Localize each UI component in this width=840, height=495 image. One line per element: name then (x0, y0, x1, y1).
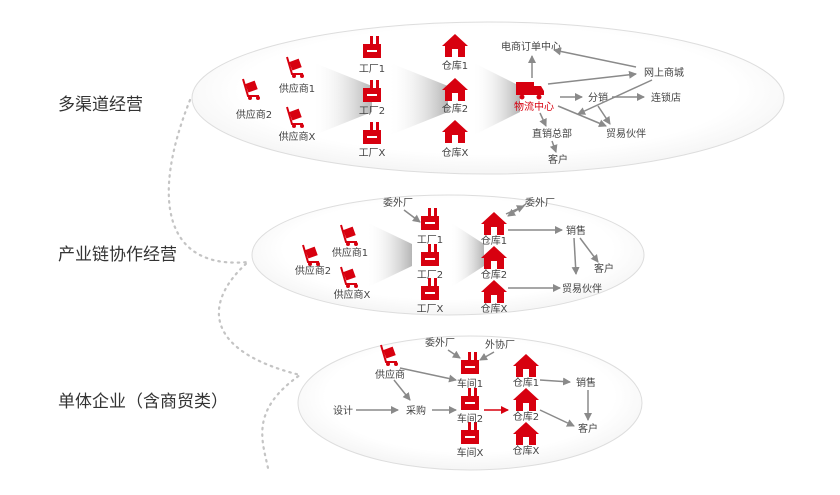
flow-arrow (549, 140, 558, 153)
node-warehouse-x: 仓库X (513, 444, 540, 457)
node-supplier-2: 供应商2 (295, 264, 331, 277)
node-workshop-x: 车间X (457, 446, 484, 459)
node-online-mall: 网上商城 (644, 66, 684, 79)
node-customer: 客户 (578, 422, 598, 435)
node-factory-x: 工厂X (359, 148, 386, 159)
node-ecommerce-order-center: 电商订单中心 (501, 40, 561, 53)
flow-arrow (557, 105, 607, 127)
warehouse-icon (442, 78, 468, 101)
flow-arrow (547, 70, 637, 85)
funnel-arrow (450, 222, 484, 288)
node-warehouse-x: 仓库X (442, 146, 469, 159)
warehouse-icon (481, 246, 507, 269)
flow-arrow (577, 79, 653, 115)
warehouse-icon (442, 120, 468, 143)
node-cooperation-factory: 外协厂 (485, 338, 515, 351)
node-logistics-center: 物流中心 (514, 100, 554, 113)
node-factory-1: 工厂1 (359, 64, 385, 75)
node-supplier-1: 供应商1 (332, 246, 368, 259)
node-design: 设计 (333, 404, 353, 417)
trolley-icon (242, 78, 260, 100)
node-direct-sales-hq: 直销总部 (532, 127, 572, 140)
node-factory-x: 工厂X (417, 304, 444, 315)
stage-label-single-enterprise: 单体企业（含商贸类） (58, 392, 228, 412)
factory-icon (461, 352, 479, 374)
flow-arrow (571, 237, 580, 275)
warehouse-icon (442, 34, 468, 57)
trolley-icon (302, 244, 320, 266)
node-chain-store: 连锁店 (651, 91, 681, 104)
trolley-icon (286, 56, 304, 78)
trolley-icon (380, 344, 398, 366)
node-outsource-factory: 委外厂 (525, 196, 555, 209)
node-factory-2: 工厂2 (359, 106, 385, 117)
warehouse-icon (513, 388, 539, 411)
factory-icon (363, 80, 381, 102)
warehouse-icon (513, 354, 539, 377)
trolley-icon (340, 224, 358, 246)
factory-icon (421, 278, 439, 300)
node-trade-partner: 贸易伙伴 (562, 282, 602, 295)
node-workshop-1: 车间1 (457, 377, 483, 390)
factory-icon (461, 388, 479, 410)
node-supplier-x: 供应商X (334, 288, 371, 301)
node-warehouse-1: 仓库1 (481, 234, 507, 247)
node-warehouse-2: 仓库2 (481, 268, 507, 281)
flow-arrow (539, 409, 575, 427)
node-warehouse-x: 仓库X (481, 302, 508, 315)
funnel-arrow (472, 62, 520, 136)
flow-arrow (399, 367, 457, 383)
node-warehouse-2: 仓库2 (442, 102, 468, 115)
node-sales: 销售 (576, 376, 596, 389)
flow-arrow (539, 377, 571, 386)
node-supplier-1: 供应商1 (279, 82, 315, 95)
flow-arrow (539, 112, 547, 127)
node-trade-partner: 贸易伙伴 (606, 127, 646, 140)
flow-arrow (447, 349, 461, 359)
trolley-icon (340, 266, 358, 288)
stage-connector (167, 98, 303, 470)
node-supplier-x: 供应商X (279, 130, 316, 143)
node-warehouse-2: 仓库2 (513, 410, 539, 423)
funnel-arrow (366, 222, 412, 288)
factory-icon (421, 244, 439, 266)
node-purchase: 采购 (406, 404, 426, 417)
flow-arrow (553, 47, 637, 68)
trolley-icon (286, 106, 304, 128)
flow-arrow (479, 351, 495, 361)
node-warehouse-1: 仓库1 (513, 376, 539, 389)
node-outsource-factory: 委外厂 (383, 196, 413, 209)
flow-arrow (579, 237, 599, 263)
node-warehouse-1: 仓库1 (442, 59, 468, 72)
factory-icon (363, 36, 381, 58)
funnel-arrow (312, 62, 372, 136)
node-outsource-factory: 委外厂 (425, 336, 455, 349)
factory-icon (461, 422, 479, 444)
flow-arrow (597, 105, 611, 125)
warehouse-icon (513, 422, 539, 445)
stage-label-multichannel: 多渠道经营 (58, 95, 143, 115)
truck-icon (516, 82, 544, 100)
funnel-arrow (388, 62, 448, 136)
node-factory-2: 工厂2 (417, 270, 443, 281)
warehouse-icon (481, 212, 507, 235)
factory-icon (363, 122, 381, 144)
node-sales: 销售 (566, 224, 586, 237)
stage-label-industry-chain: 产业链协作经营 (58, 245, 177, 265)
factory-icon (421, 208, 439, 230)
node-factory-1: 工厂1 (417, 235, 443, 246)
node-distribution: 分销 (588, 91, 608, 104)
flow-arrow (393, 379, 411, 401)
warehouse-icon (481, 280, 507, 303)
node-supplier: 供应商 (375, 368, 405, 381)
node-customer: 客户 (548, 153, 568, 166)
node-supplier-2: 供应商2 (236, 108, 272, 121)
node-customer: 客户 (594, 262, 614, 275)
flow-arrow (403, 209, 421, 223)
node-workshop-2: 车间2 (457, 412, 483, 425)
flow-arrow (505, 205, 525, 215)
